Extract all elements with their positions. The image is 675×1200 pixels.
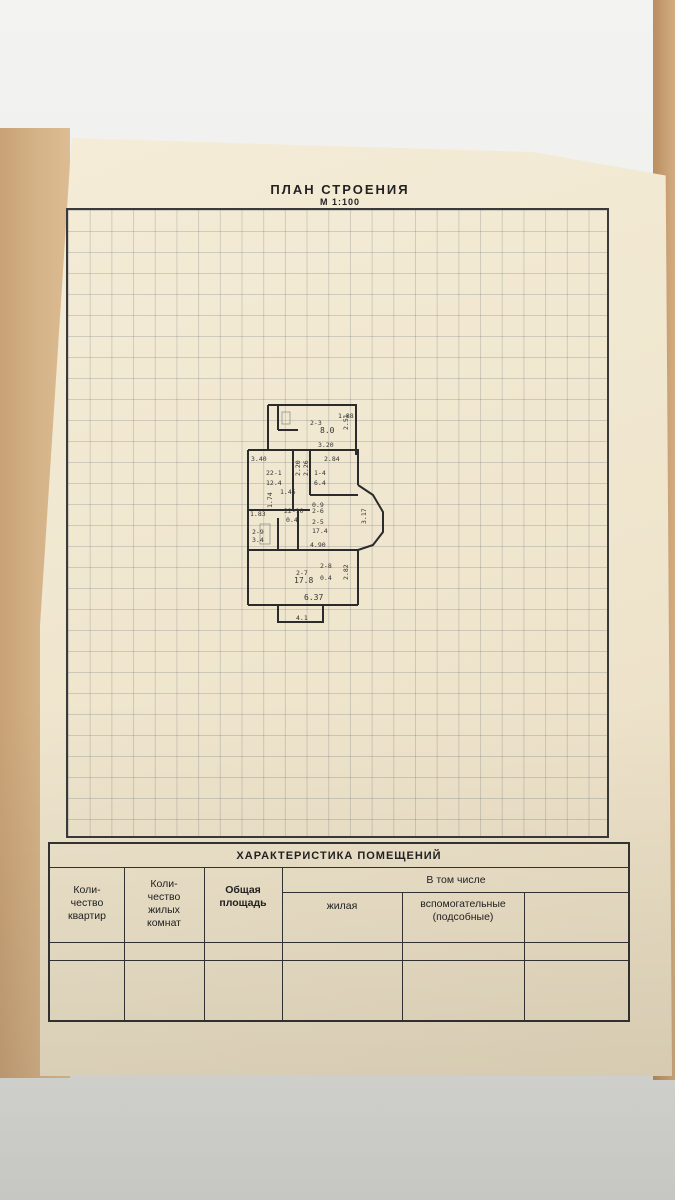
svg-text:6.37: 6.37 [304, 593, 323, 602]
svg-text:0.4: 0.4 [320, 574, 332, 582]
svg-text:1.88: 1.88 [338, 412, 354, 420]
svg-text:3.40: 3.40 [251, 455, 267, 463]
svg-text:4.1: 4.1 [296, 614, 308, 622]
floor-plan: 1.88 2-3 8.0 3.20 2.51 3.40 2.84 22-1 12… [247, 404, 384, 623]
column-divider [282, 868, 283, 1020]
svg-text:12.4: 12.4 [266, 479, 282, 487]
svg-text:1.74: 1.74 [266, 492, 274, 508]
header-living: жилая [326, 900, 358, 912]
column-divider [124, 868, 125, 1020]
svg-text:2.26: 2.26 [302, 460, 310, 476]
header-total-area: Общая площадь [219, 884, 267, 909]
column-divider [402, 892, 403, 1020]
svg-text:0.9: 0.9 [312, 501, 324, 509]
document-sheet [40, 138, 672, 1076]
column-divider [204, 868, 205, 1020]
svg-text:0.4: 0.4 [286, 516, 298, 524]
svg-text:2-3: 2-3 [310, 419, 322, 427]
premises-table: ХАРАКТЕРИСТИКА ПОМЕЩЕНИЙ Коли- чество кв… [48, 842, 630, 1022]
svg-text:1.45: 1.45 [280, 488, 296, 496]
svg-text:4.90: 4.90 [310, 541, 326, 549]
svg-text:1-4: 1-4 [314, 469, 326, 477]
svg-text:1.83: 1.83 [250, 510, 266, 518]
row-divider [282, 892, 630, 893]
header-auxiliary: вспомогательные (подсобные) [420, 898, 506, 923]
svg-text:17.4: 17.4 [312, 527, 328, 535]
scale-label: М 1:100 [319, 197, 361, 207]
svg-text:3.17: 3.17 [360, 508, 368, 524]
svg-text:2.20: 2.20 [294, 460, 302, 476]
svg-text:22-1: 22-1 [266, 469, 282, 477]
header-apartments: Коли- чество квартир [67, 884, 107, 922]
svg-text:22-10: 22-10 [284, 507, 304, 515]
header-rooms: Коли- чество жилых комнат [147, 878, 181, 929]
grid-area [66, 208, 609, 838]
svg-text:3.20: 3.20 [318, 441, 334, 449]
svg-text:6.4: 6.4 [314, 479, 326, 487]
table-title: ХАРАКТЕРИСТИКА ПОМЕЩЕНИЙ [50, 844, 628, 868]
svg-text:2-7: 2-7 [296, 569, 308, 577]
svg-text:2-9: 2-9 [252, 528, 264, 536]
row-divider [50, 960, 630, 961]
svg-text:2.84: 2.84 [324, 455, 340, 463]
svg-text:2-8: 2-8 [320, 562, 332, 570]
svg-text:2-5: 2-5 [312, 518, 324, 526]
header-including: В том числе [426, 874, 486, 886]
svg-text:2.82: 2.82 [342, 564, 350, 580]
svg-text:3.4: 3.4 [252, 536, 264, 544]
page-title: ПЛАН СТРОЕНИЯ [270, 182, 410, 197]
svg-text:2.51: 2.51 [342, 414, 350, 430]
column-divider [524, 892, 525, 1020]
svg-text:17.8: 17.8 [294, 576, 313, 585]
svg-text:2-6: 2-6 [312, 507, 324, 515]
svg-text:8.0: 8.0 [320, 426, 335, 435]
row-divider [50, 942, 630, 943]
